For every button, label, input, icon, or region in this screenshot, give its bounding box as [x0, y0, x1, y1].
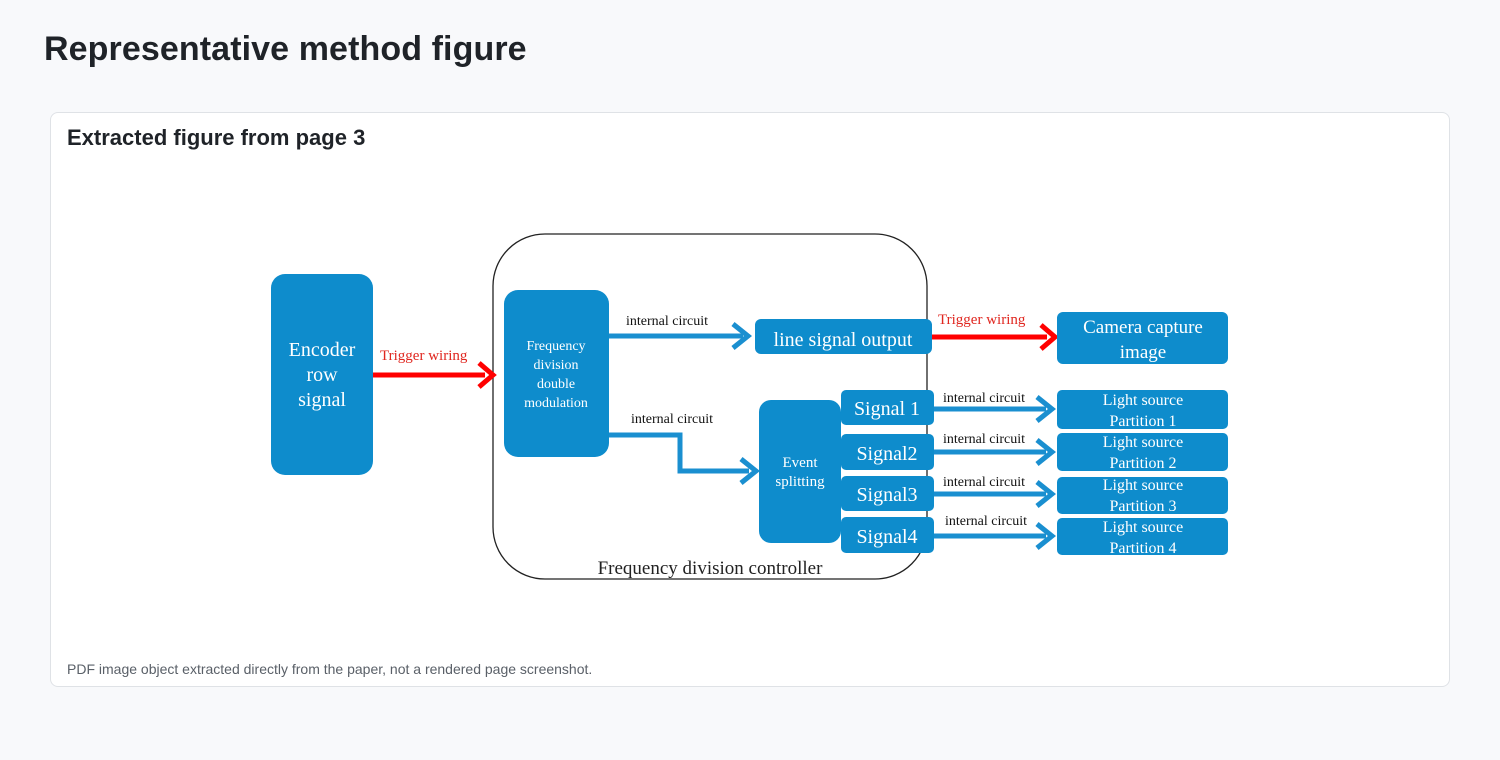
signal-4-label: Signal4 [856, 526, 917, 548]
trigger-label-2: Trigger wiring [938, 312, 1026, 328]
figure-card: Extracted figure from page 3 Frequency d… [50, 112, 1450, 687]
light-1-line-1: Light source [1103, 392, 1183, 409]
encoder-line-3: signal [298, 389, 346, 411]
light-1-line-2: Partition 1 [1109, 413, 1176, 430]
internal-label-signal-1: internal circuit [943, 391, 1025, 406]
page-title: Representative method figure [44, 30, 527, 68]
event-line-2: splitting [775, 474, 825, 490]
internal-arrow-signal-4 [934, 522, 1057, 550]
light-source-box-2: Light source Partition 2 [1057, 433, 1228, 472]
light-4-line-1: Light source [1103, 519, 1183, 536]
internal-arrow-event [609, 432, 761, 485]
encoder-line-2: row [306, 364, 338, 386]
event-line-1: Event [783, 455, 819, 471]
internal-arrow-signal-3 [934, 480, 1057, 508]
camera-line-1: Camera capture [1083, 317, 1203, 338]
frequency-division-box: Frequency division double modulation [504, 290, 609, 457]
internal-arrow-signal-2 [934, 438, 1057, 466]
camera-capture-box: Camera capture image [1057, 312, 1228, 364]
trigger-arrow-camera [932, 323, 1059, 351]
controller-label: Frequency division controller [598, 558, 823, 579]
internal-label-signal-2: internal circuit [943, 432, 1025, 447]
signal-box-4: Signal4 [841, 517, 934, 553]
trigger-arrow-encoder [373, 361, 497, 389]
light-3-line-1: Light source [1103, 477, 1183, 494]
freq-line-2: division [533, 358, 578, 373]
signal-box-2: Signal2 [841, 434, 934, 470]
light-4-line-2: Partition 4 [1109, 540, 1176, 557]
light-source-box-1: Light source Partition 1 [1057, 390, 1228, 430]
signal-1-label: Signal 1 [854, 398, 920, 420]
freq-line-3: double [537, 377, 575, 392]
internal-label-middle: internal circuit [631, 412, 713, 427]
signal-3-label: Signal3 [856, 484, 917, 506]
signal-box-1: Signal 1 [841, 390, 934, 425]
light-source-box-4: Light source Partition 4 [1057, 518, 1228, 557]
light-2-line-1: Light source [1103, 434, 1183, 451]
signal-2-label: Signal2 [856, 443, 917, 465]
encoder-box: Encoder row signal [271, 274, 373, 475]
figure-caption: PDF image object extracted directly from… [67, 661, 593, 677]
line-output-label: line signal output [774, 329, 913, 351]
internal-arrow-line-output [609, 322, 753, 350]
freq-line-1: Frequency [526, 339, 585, 354]
card-title: Extracted figure from page 3 [67, 125, 366, 150]
light-source-box-3: Light source Partition 3 [1057, 477, 1228, 515]
internal-label-signal-3: internal circuit [943, 475, 1025, 490]
line-signal-output-box: line signal output [755, 319, 932, 354]
signal-box-3: Signal3 [841, 476, 934, 511]
event-splitting-box: Event splitting [759, 400, 841, 543]
internal-arrow-signal-1 [934, 395, 1057, 423]
light-2-line-2: Partition 2 [1109, 455, 1176, 472]
internal-label-top: internal circuit [626, 314, 708, 329]
method-diagram: Frequency division controller Encoder ro… [271, 233, 1228, 580]
freq-line-4: modulation [524, 396, 588, 411]
internal-label-signal-4: internal circuit [945, 514, 1027, 529]
trigger-label-1: Trigger wiring [380, 348, 468, 364]
light-3-line-2: Partition 3 [1109, 498, 1176, 515]
camera-line-2: image [1120, 342, 1166, 363]
encoder-line-1: Encoder [289, 339, 356, 361]
